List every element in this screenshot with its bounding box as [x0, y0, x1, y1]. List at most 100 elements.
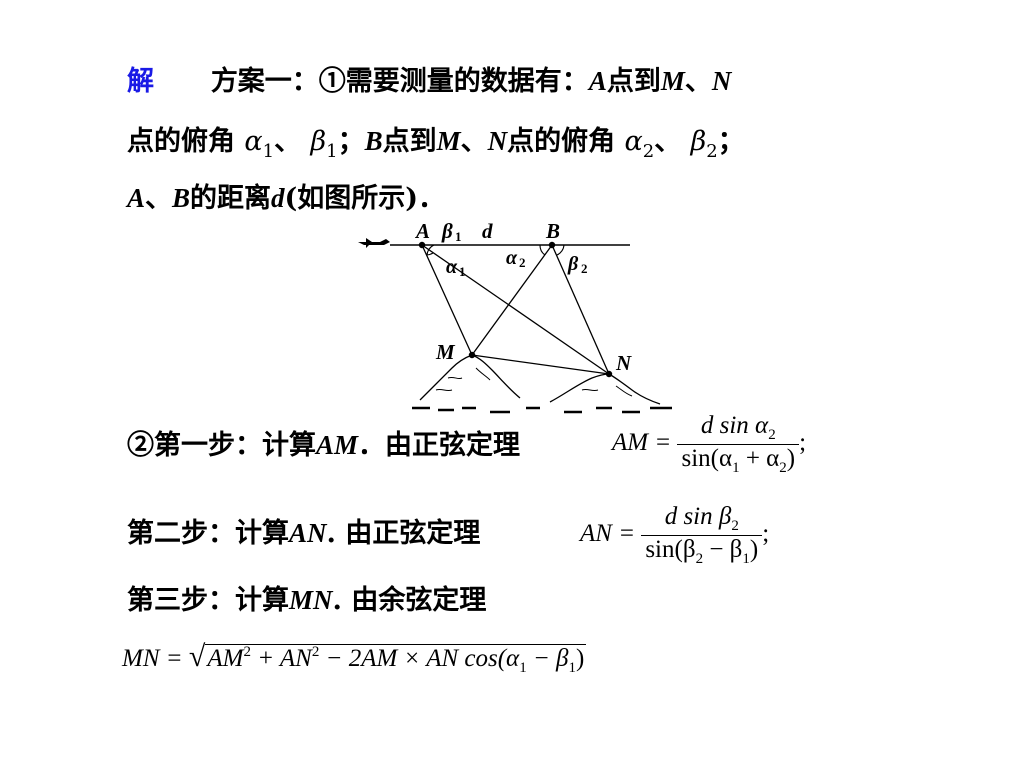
sep: 、: [654, 126, 682, 157]
alpha-2: α: [624, 126, 643, 157]
beta-2: β: [690, 126, 707, 157]
line-a-n: [421, 244, 610, 375]
mountain-left-detail: [435, 367, 491, 392]
an-den-c: ): [749, 536, 759, 563]
point-b: B: [364, 126, 383, 156]
label-a: A: [414, 219, 430, 243]
arc-alpha2: [539, 244, 546, 256]
line-m-n: [471, 354, 610, 375]
formula-an: AN = d sin β2 sin(β2 − β1) ;: [580, 503, 769, 568]
label-n: N: [615, 351, 632, 375]
step-1-text: ②第一步：计算: [127, 430, 316, 461]
mn-sq1: 2: [243, 644, 251, 660]
sub-2: 2: [642, 141, 655, 162]
beta-1: β: [310, 126, 327, 157]
label-b: B: [545, 219, 560, 243]
point-b-dot: [548, 241, 556, 249]
point-m: M: [436, 126, 461, 156]
text-depression-angle: 点的俯角: [507, 126, 625, 157]
mn-cos-part: − 2AM × AN cos(α: [319, 645, 520, 672]
step-1-rule: ．由正弦定理: [358, 430, 521, 461]
mountain-right: [549, 373, 661, 405]
solution-line-1: 解 方案一：①需要测量的数据有：A点到M、N: [127, 64, 731, 99]
an-fraction: d sin β2 sin(β2 − β1): [641, 503, 763, 568]
an-den-a: sin(β: [645, 536, 696, 563]
am-num-sub: 2: [768, 427, 776, 443]
label-beta2: β: [567, 253, 579, 275]
line-b-m: [471, 244, 553, 356]
point-m: M: [660, 66, 685, 96]
step-2-rule: . 由正弦定理: [326, 518, 481, 549]
sep: 、: [274, 126, 302, 157]
text-to: 点到: [606, 66, 661, 97]
formula-mn: MN = √AM2 + AN2 − 2AM × AN cos(α1 − β1): [122, 640, 587, 677]
an-den-s1: 2: [695, 551, 704, 567]
mn-lhs: MN =: [122, 645, 183, 672]
mn-minus-beta: − β: [526, 645, 569, 672]
mn-sq2: 2: [311, 644, 320, 660]
semicolon: ；: [337, 126, 365, 157]
am-den-c: ): [786, 445, 796, 472]
am-den-s2: 2: [779, 460, 787, 476]
label-beta1: β: [441, 219, 453, 243]
geometry-diagram: A β 1 d B α 1 α 2 β 2 M N: [358, 219, 672, 414]
label-alpha1: α: [446, 256, 458, 278]
solution-line-2: 点的俯角 α1、 β1；B点到M、N点的俯角 α2、 β2；: [127, 124, 745, 169]
point-a: A: [588, 66, 607, 96]
mn-sub2: 1: [568, 660, 577, 676]
sqrt-symbol: √: [188, 640, 206, 673]
line-a-m: [421, 244, 473, 356]
text-distance: 的距离: [190, 183, 272, 214]
arc-beta2: [556, 244, 565, 256]
point-n: N: [711, 66, 732, 96]
text-to: 点到: [382, 126, 437, 157]
step-1-var: AM: [316, 430, 359, 460]
arc-alpha1: [426, 252, 434, 256]
mountain-left: [419, 354, 521, 401]
step-2-line: 第二步：计算AN. 由正弦定理: [127, 516, 480, 551]
sep: 、: [145, 183, 173, 214]
an-num-sub: 2: [731, 518, 739, 534]
label-beta1-sub: 1: [455, 229, 462, 244]
text-as-shown: (如图所示)．: [284, 183, 446, 214]
point-a: A: [127, 183, 146, 213]
am-den-b: + α: [739, 445, 780, 472]
am-den-s1: 1: [732, 460, 740, 476]
am-den-a: sin(α: [681, 445, 733, 472]
step-3-line: 第三步：计算MN. 由余弦定理: [127, 583, 486, 618]
mn-an: + AN: [250, 645, 312, 672]
var-d: d: [271, 183, 285, 213]
label-alpha1-sub: 1: [459, 264, 466, 279]
step-1-line: ②第一步：计算AM．由正弦定理: [127, 428, 520, 463]
mn-am: AM: [207, 645, 244, 672]
solution-line-3: A、B的距离d(如图所示)．: [127, 181, 445, 216]
an-lhs: AN =: [580, 520, 636, 548]
sub-1: 1: [326, 141, 338, 162]
step-2-var: AN: [289, 518, 327, 548]
point-n: N: [487, 126, 508, 156]
am-semicolon: ;: [799, 429, 807, 457]
an-den-b: − β: [703, 536, 743, 563]
label-m: M: [435, 340, 456, 364]
sep: 、: [684, 66, 712, 97]
am-numerator: d sin α: [700, 412, 769, 439]
an-numerator: d sin β: [664, 503, 732, 530]
step-3-rule: . 由余弦定理: [332, 585, 487, 616]
sep: 、: [460, 126, 488, 157]
label-alpha2-sub: 2: [519, 255, 526, 270]
an-semicolon: ;: [762, 520, 770, 548]
alpha-1: α: [244, 126, 263, 157]
label-d: d: [482, 219, 493, 243]
ground-dashes: [412, 406, 672, 414]
point-b: B: [172, 183, 191, 213]
point-a-dot: [418, 241, 426, 249]
sub-1: 1: [262, 141, 275, 162]
semicolon: ；: [717, 126, 745, 157]
plan-one-text: 方案一：①需要测量的数据有：: [210, 66, 589, 97]
airplane-icon: [358, 238, 390, 248]
formula-am: AM = d sin α2 sin(α1 + α2) ;: [612, 412, 806, 477]
step-2-text: 第二步：计算: [127, 518, 289, 549]
am-lhs: AM =: [612, 429, 672, 457]
mountain-right-detail: [581, 385, 633, 397]
radicand: AM2 + AN2 − 2AM × AN cos(α1 − β1): [205, 644, 587, 676]
